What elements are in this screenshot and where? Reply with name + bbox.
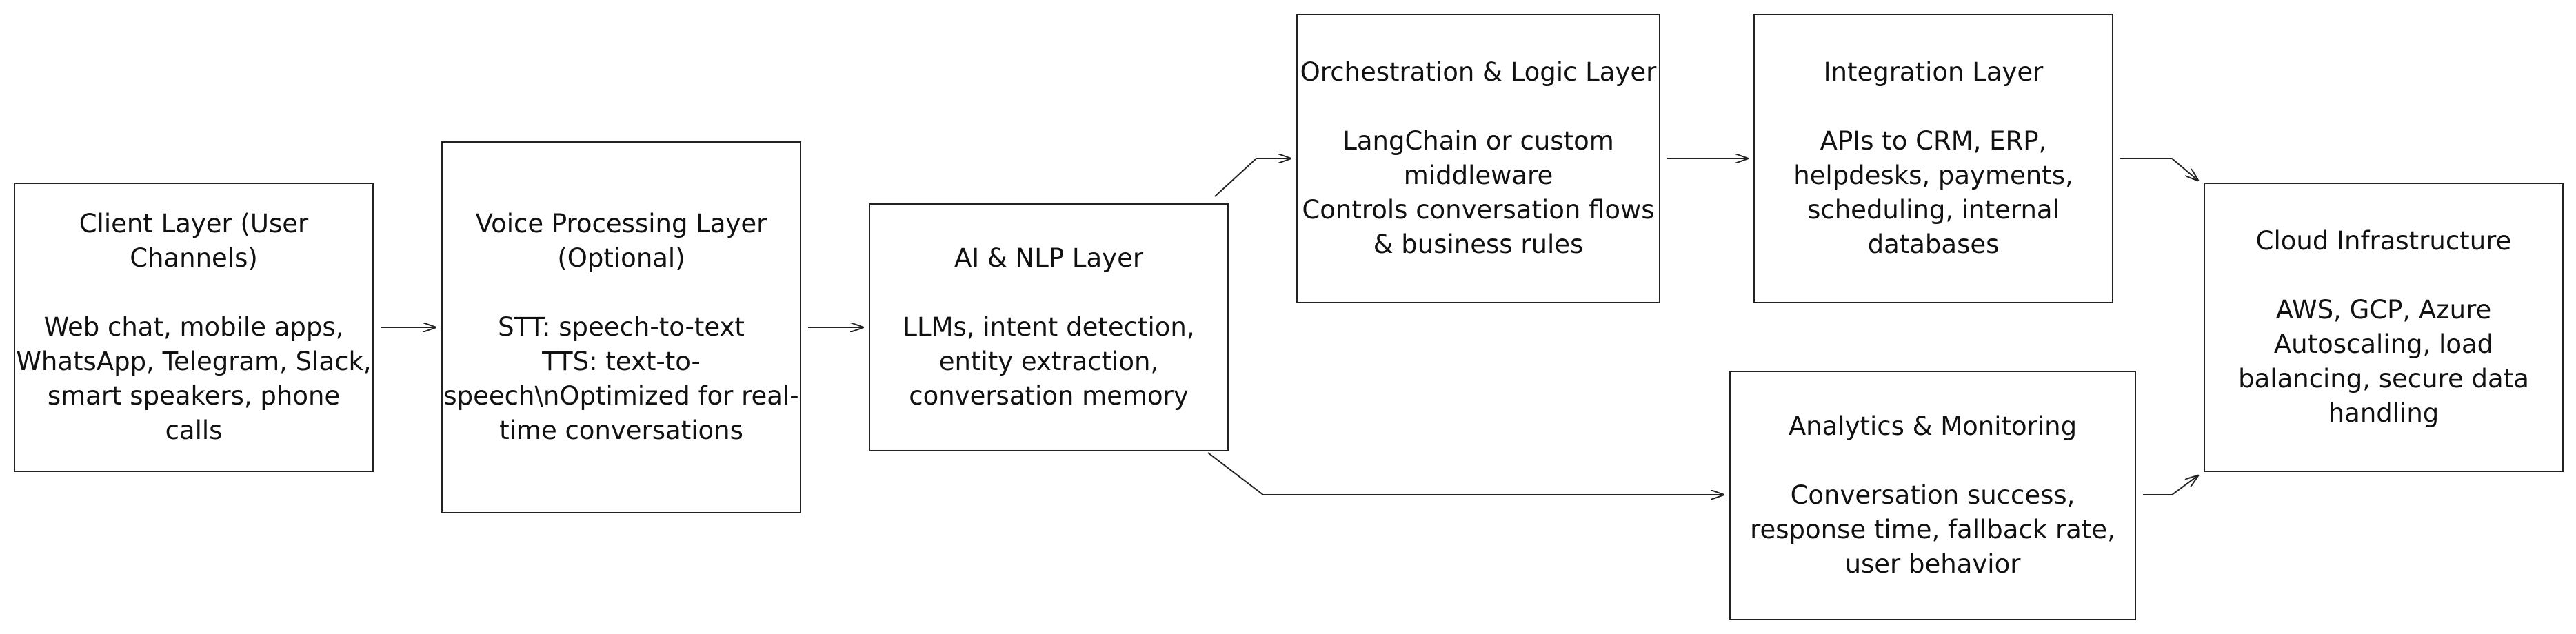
integration-layer-title: Integration Layer: [1823, 57, 2044, 87]
client-layer-title: Client Layer (User Channels): [79, 209, 309, 273]
analytics-monitoring-details: Conversation success, response time, fal…: [1750, 480, 2115, 579]
cloud-providers-line: AWS, GCP, Azure: [2275, 295, 2492, 325]
arrow-ai-to-orchestration: [1214, 158, 1291, 197]
cloud-infrastructure-title: Cloud Infrastructure: [2255, 226, 2512, 256]
arrow-integration-to-cloud: [2120, 158, 2198, 181]
voice-processing-stt-line: STT: speech-to-text: [498, 312, 745, 342]
arrow-ai-to-analytics: [1207, 452, 1724, 495]
orchestration-logic-layer-title: Orchestration & Logic Layer: [1300, 57, 1657, 87]
orchestration-logic-layer-box: Orchestration & Logic Layer LangChain or…: [1296, 14, 1660, 303]
ai-nlp-layer-box: AI & NLP Layer LLMs, intent detection, e…: [869, 203, 1229, 451]
voice-processing-tts-line: TTS: text-to-speech\nOptimized for real-…: [443, 347, 799, 445]
integration-layer-box: Integration Layer APIs to CRM, ERP, help…: [1753, 14, 2113, 303]
integration-layer-details: APIs to CRM, ERP, helpdesks, payments, s…: [1793, 126, 2073, 259]
client-layer-details: Web chat, mobile apps, WhatsApp, Telegra…: [16, 312, 372, 445]
voice-processing-layer-box: Voice Processing Layer (Optional) STT: s…: [441, 141, 801, 513]
client-layer-box: Client Layer (User Channels) Web chat, m…: [14, 183, 374, 472]
voice-processing-layer-title: Voice Processing Layer (Optional): [475, 209, 767, 273]
ai-nlp-layer-details: LLMs, intent detection, entity extractio…: [903, 312, 1195, 411]
cloud-infrastructure-box: Cloud Infrastructure AWS, GCP, Azure Aut…: [2204, 183, 2564, 472]
ai-nlp-layer-title: AI & NLP Layer: [954, 243, 1144, 273]
orchestration-flows-line: Controls conversation flows & business r…: [1302, 195, 1655, 259]
orchestration-middleware-line: LangChain or custom middleware: [1342, 126, 1614, 190]
analytics-monitoring-title: Analytics & Monitoring: [1788, 411, 2077, 441]
analytics-monitoring-box: Analytics & Monitoring Conversation succ…: [1729, 371, 2136, 620]
cloud-capabilities-line: Autoscaling, load balancing, secure data…: [2238, 329, 2529, 428]
arrow-analytics-to-cloud: [2143, 476, 2198, 495]
